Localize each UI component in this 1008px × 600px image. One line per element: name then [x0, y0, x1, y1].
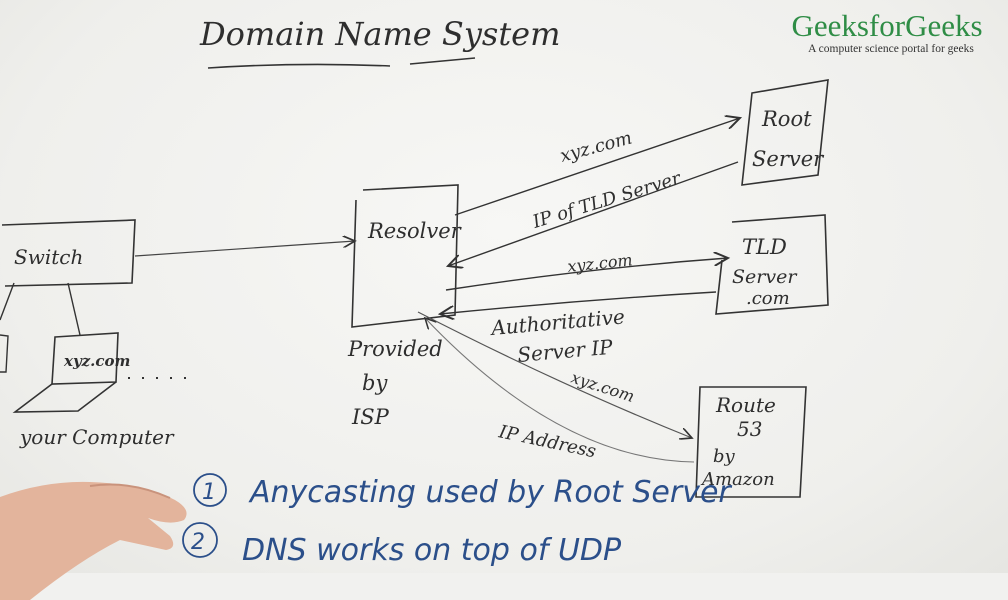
other-device: [0, 334, 9, 373]
route53-label-4: Amazon: [700, 469, 775, 490]
route53-label-1: Route: [715, 393, 776, 417]
arrow-to-route53: [417, 311, 692, 438]
tld-server-label-3: .com: [746, 288, 790, 309]
computer-keyboard: [12, 381, 117, 413]
resolver-caption-line-1: Provided: [347, 337, 443, 361]
switch-to-resolver-line: [134, 241, 355, 257]
route53-label-3: by: [713, 446, 736, 467]
computer-caption: your Computer: [19, 425, 175, 449]
arrow-to-root: [454, 118, 740, 216]
resolver-caption-line-3: ISP: [351, 405, 390, 429]
diagram-title: Domain Name System: [199, 15, 560, 53]
arrow-to-tld-label: xyz.com: [566, 250, 633, 276]
title-underline: [207, 63, 391, 69]
note-2-circle: [182, 522, 218, 558]
root-server-box: [741, 79, 829, 186]
dns-diagram: Domain Name System Switch xyz.com your C…: [0, 15, 829, 568]
tld-server-label-1: TLD: [742, 235, 787, 259]
resolver-box: [351, 184, 459, 328]
note-1-number: 1: [202, 480, 216, 505]
arrow-from-tld: [440, 291, 717, 314]
switch-link-computer: [67, 282, 81, 336]
note-2-number: 2: [191, 530, 205, 555]
tld-server-box: [715, 214, 829, 315]
arrow-from-tld-label-2: Server IP: [516, 335, 614, 367]
arrow-from-route53-label: IP Address: [496, 421, 598, 462]
root-server-label-2: Server: [752, 147, 825, 171]
arrow-to-tld: [445, 258, 728, 291]
arrow-from-root: [448, 161, 739, 266]
note-2-text: DNS works on top of UDP: [242, 533, 622, 568]
arrow-from-route53: [425, 318, 695, 463]
arrow-to-root-label: xyz.com: [558, 128, 634, 167]
arrow-from-root-label: IP of TLD Server: [529, 167, 684, 233]
geeksforgeeks-logo: GeeksforGeeks: [791, 8, 983, 43]
route53-label-2: 53: [737, 417, 762, 441]
resolver-caption-line-2: by: [362, 371, 388, 395]
title-underline-2: [409, 57, 476, 65]
note-1-text: Anycasting used by Root Server: [248, 475, 732, 510]
route53-box: [695, 386, 807, 498]
presenter-hand: [0, 481, 187, 600]
note-1-circle: [193, 473, 227, 507]
tld-server-label-2: Server: [732, 266, 798, 288]
switch-link-left: [0, 282, 15, 321]
computer-screen-text: xyz.com: [63, 352, 130, 370]
resolver-label: Resolver: [367, 219, 463, 243]
switch-label: Switch: [14, 245, 83, 269]
whiteboard: [0, 0, 1008, 573]
geeksforgeeks-tagline: A computer science portal for geeks: [808, 43, 974, 55]
root-server-label-1: Root: [761, 107, 812, 131]
